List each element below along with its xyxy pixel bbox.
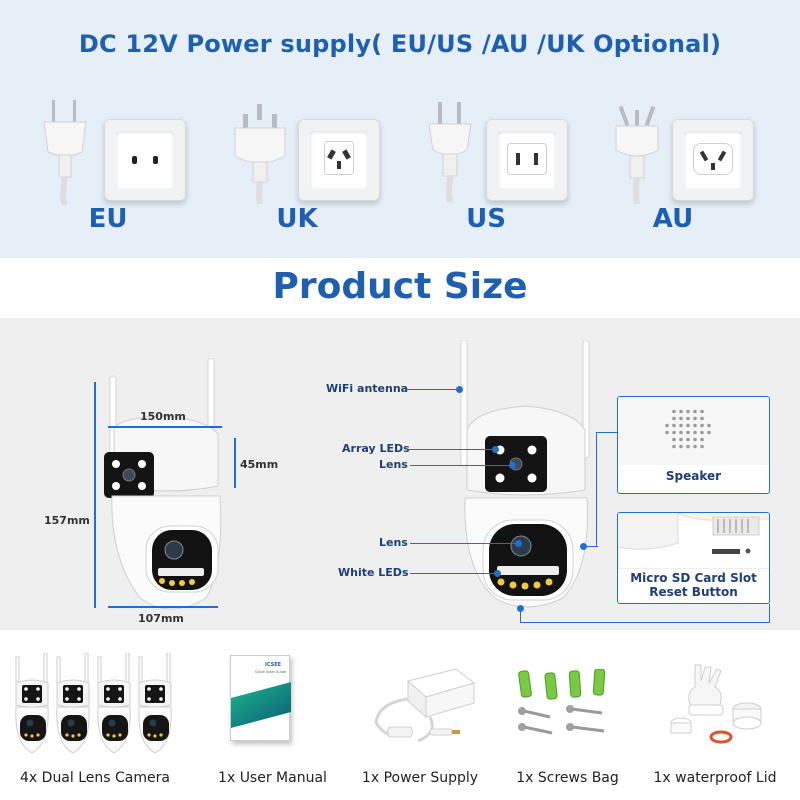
package-item-screws-bag: 1x Screws Bag bbox=[516, 770, 619, 786]
dim-line-width-bottom bbox=[108, 606, 218, 608]
product-size-area: 150mm 45mm 157mm 107mm WiF bbox=[0, 318, 800, 630]
dim-line-total-height bbox=[94, 382, 96, 608]
us-plug-icon bbox=[425, 102, 475, 206]
callout-dot-wifi bbox=[456, 386, 463, 393]
au-socket-icon bbox=[672, 119, 754, 201]
callout-wifi-antenna: WiFi antenna bbox=[326, 382, 409, 395]
callout-lens-top: Lens bbox=[379, 458, 408, 471]
package-item-camera: 4x Dual Lens Camera bbox=[20, 770, 170, 786]
callout-line-lens-bottom bbox=[410, 543, 516, 545]
callout-line-sd-up bbox=[769, 604, 771, 623]
dim-height-head: 45mm bbox=[240, 458, 279, 471]
user-manual-icon: ICSEE Quick Start Guide bbox=[230, 655, 291, 741]
callout-dot-lens-top bbox=[509, 462, 516, 469]
package-item-manual: 1x User Manual bbox=[218, 770, 327, 786]
callout-dot-white-leds bbox=[494, 570, 501, 577]
package-item-power-supply: 1x Power Supply bbox=[361, 770, 479, 786]
uk-label: UK bbox=[276, 204, 318, 234]
callout-line-sd-horizontal bbox=[520, 622, 770, 624]
callout-dot-array-leds bbox=[492, 446, 499, 453]
callout-line-array-leds bbox=[408, 449, 494, 451]
product-size-title: Product Size bbox=[272, 266, 528, 307]
dim-line-width-top bbox=[108, 426, 222, 428]
camera-feature-illustration bbox=[455, 339, 595, 614]
sd-card-inset: Micro SD Card Slot Reset Button bbox=[617, 512, 770, 604]
manual-brand: ICSEE bbox=[265, 662, 282, 668]
us-socket-icon bbox=[486, 119, 568, 201]
callout-line-white-leds bbox=[410, 573, 496, 575]
us-label: US bbox=[466, 204, 506, 234]
dual-lens-camera-icon bbox=[14, 652, 174, 767]
eu-plug-icon bbox=[40, 100, 90, 209]
callout-dot-lens-bottom bbox=[515, 540, 522, 547]
dim-line-head-height bbox=[234, 438, 236, 488]
sd-card-slot-icon bbox=[618, 513, 769, 570]
eu-label: EU bbox=[88, 204, 128, 234]
waterproof-lid-icon bbox=[665, 661, 775, 755]
power-supply-icon bbox=[368, 663, 478, 757]
callout-line-wifi bbox=[406, 389, 458, 391]
uk-socket-icon bbox=[298, 119, 380, 201]
callout-dot-speaker bbox=[580, 543, 587, 550]
package-contents-section: 4x Dual Lens Camera ICSEE Quick Start Gu… bbox=[0, 633, 800, 800]
eu-socket-icon bbox=[104, 119, 186, 201]
power-title: DC 12V Power supply( EU/US /AU /UK Optio… bbox=[78, 30, 722, 58]
speaker-label: Speaker bbox=[665, 469, 722, 483]
callout-line-speaker bbox=[596, 432, 618, 434]
dim-width-bottom: 107mm bbox=[138, 612, 184, 625]
callout-white-leds: White LEDs bbox=[338, 566, 409, 579]
callout-lens-bottom: Lens bbox=[379, 536, 408, 549]
sd-card-slot-label: Micro SD Card Slot bbox=[630, 571, 757, 585]
callout-dot-sd bbox=[517, 605, 524, 612]
callout-line-speaker-vertical bbox=[596, 432, 598, 546]
camera-dimension-illustration bbox=[100, 357, 230, 622]
speaker-inset: Speaker bbox=[617, 396, 770, 494]
callout-array-leds: Array LEDs bbox=[342, 442, 410, 455]
dim-height-total: 157mm bbox=[44, 514, 90, 527]
manual-subtitle: Quick Start Guide bbox=[255, 670, 286, 674]
reset-button-label: Reset Button bbox=[649, 585, 738, 599]
callout-line-sd bbox=[520, 612, 522, 622]
package-item-waterproof-lid: 1x waterproof Lid bbox=[653, 770, 777, 786]
callout-line-lens-top bbox=[410, 465, 510, 467]
callout-line-speaker-end bbox=[584, 546, 598, 548]
au-label: AU bbox=[652, 204, 694, 234]
dim-width-top: 150mm bbox=[140, 410, 186, 423]
au-plug-icon bbox=[612, 104, 662, 208]
screws-bag-icon bbox=[514, 668, 614, 743]
speaker-grille-icon bbox=[618, 397, 769, 465]
uk-plug-icon bbox=[230, 104, 290, 208]
power-section: DC 12V Power supply( EU/US /AU /UK Optio… bbox=[0, 0, 800, 258]
